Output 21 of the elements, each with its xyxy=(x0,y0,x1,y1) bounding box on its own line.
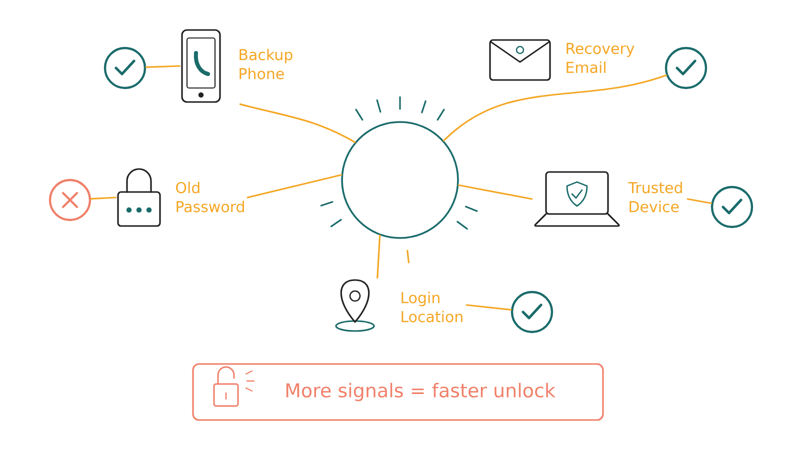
channel-label: Old Password xyxy=(176,182,244,212)
hub-circle xyxy=(341,121,459,239)
connector-line xyxy=(466,304,512,311)
channel-label: Backup Phone xyxy=(240,48,292,80)
check-icon xyxy=(104,46,146,90)
connector-line xyxy=(686,198,712,204)
channel-label: Recovery Email xyxy=(566,42,634,74)
check-icon xyxy=(510,290,554,334)
check-icon xyxy=(664,46,708,90)
connector-line xyxy=(90,196,117,200)
channel-label: Trusted Device xyxy=(628,182,682,212)
connector-line xyxy=(246,174,342,198)
channel-label: Login Location xyxy=(402,292,462,322)
cross-icon xyxy=(48,178,92,222)
message-box: More signals = faster unlock xyxy=(192,363,604,421)
connector-line xyxy=(239,103,356,143)
connector-line xyxy=(458,184,533,200)
check-icon xyxy=(710,186,754,228)
connector-line xyxy=(145,65,181,68)
connector-line xyxy=(376,234,381,279)
connector-line xyxy=(442,74,667,142)
